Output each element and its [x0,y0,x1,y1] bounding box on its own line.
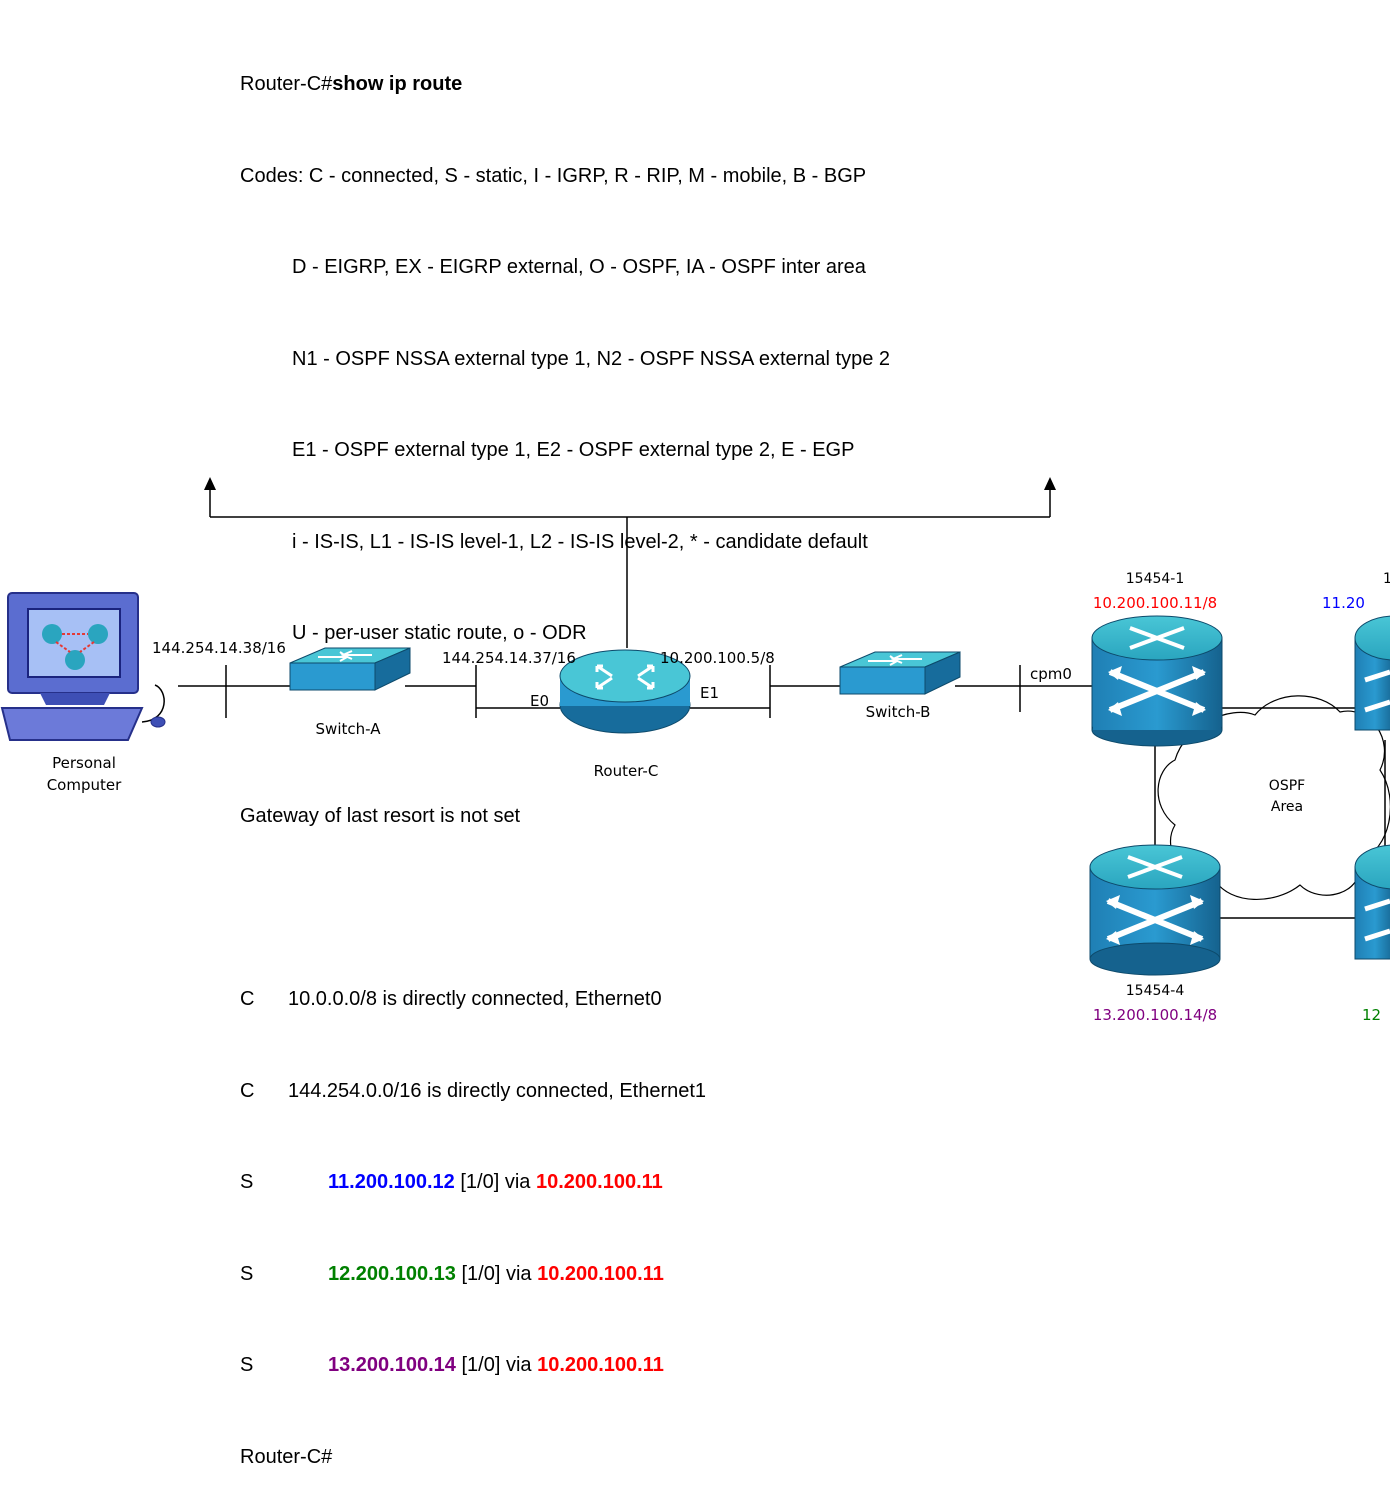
ospf-label-line1: OSPF [1268,778,1306,794]
arrow-up-left-icon [204,477,216,490]
route-code: S [240,1354,254,1376]
personal-computer-icon [0,592,166,741]
e1-label: E1 [700,684,720,702]
pc-label-line1: Personal [52,754,116,772]
switch-a-icon [289,647,411,691]
codes-line: i - IS-IS, L1 - IS-IS level-1, L2 - IS-I… [292,530,868,553]
route-metric: [1/0] via [461,1262,532,1285]
e0-ip-label: 144.254.14.37/16 [442,649,576,667]
pc-ip-label: 144.254.14.38/16 [152,639,286,657]
switch-b-label: Switch-B [865,703,931,721]
route-destination: 11.200.100.12 [328,1171,455,1193]
network-diagram [0,477,1390,976]
route-row: C 10.0.0.0/8 is directly connected, Ether… [240,984,890,1015]
cli-prompt: Router-C# [240,73,333,95]
route-metric: [1/0] via [461,1354,532,1376]
route-row: S 12.200.100.13 [1/0] via 10.200.100.11 [240,1259,890,1290]
codes-line: U - per-user static route, o - ODR [292,622,587,644]
node-15454-4-icon [1089,844,1221,976]
route-metric: [1/0] via [460,1171,531,1193]
arrow-up-right-icon [1044,477,1056,490]
switch-b-icon [839,651,961,695]
router-c-icon [559,649,691,734]
cli-end-prompt: Router-C# [240,1445,333,1468]
route-code: C [240,1079,255,1102]
e0-label: E0 [530,692,550,710]
route-text: 144.254.0.0/16 is directly connected, Et… [288,1079,707,1102]
route-next-hop: 10.200.100.11 [535,1171,663,1193]
node-15454-2-label: 1 [1383,571,1390,587]
route-row: S 13.200.100.14 [1/0] via 10.200.100.11 [240,1350,890,1381]
route-code: S [240,1171,254,1193]
node-15454-1-label: 15454-1 [1125,571,1185,587]
route-next-hop: 10.200.100.11 [537,1354,664,1376]
route-destination: 13.200.100.14 [328,1354,456,1376]
route-code: C [240,988,255,1010]
cli-command-line: Router-C#show ip route [240,69,890,100]
ospf-label-line2: Area [1270,799,1304,815]
route-next-hop: 10.200.100.11 [537,1262,664,1285]
node-15454-3-ip: 12 [1362,1006,1382,1024]
cli-command: show ip route [332,73,463,95]
node-15454-3-icon [1354,844,1390,960]
codes-line: E1 - OSPF external type 1, E2 - OSPF ext… [292,439,855,461]
output-callout-bracket [209,484,1051,648]
gateway-line: Gateway of last resort is not set [240,805,521,827]
route-destination: 12.200.100.13 [328,1262,456,1285]
codes-line: D - EIGRP, EX - EIGRP external, O - OSPF… [292,256,866,278]
e1-ip-label: 10.200.100.5/8 [660,649,775,667]
router-c-label: Router-C [593,762,659,780]
route-code: S [240,1262,254,1285]
switch-a-label: Switch-A [315,720,381,738]
codes-line: N1 - OSPF NSSA external type 1, N2 - OSP… [292,347,891,370]
node-15454-4-ip: 13.200.100.14/8 [1092,1006,1218,1024]
node-15454-1-icon [1091,615,1223,747]
route-row: C 144.254.0.0/16 is directly connected, E… [240,1076,890,1107]
node-15454-2-icon [1354,615,1390,731]
node-15454-1-ip: 10.200.100.11/8 [1092,594,1218,612]
route-text: 10.0.0.0/8 is directly connected, Ethern… [288,988,662,1010]
pc-label-line2: Computer [46,776,122,794]
ethernet-links [178,665,1390,919]
cpm0-label: cpm0 [1030,665,1072,683]
node-15454-4-label: 15454-4 [1125,983,1185,999]
codes-line: Codes: C - connected, S - static, I - IG… [240,164,867,187]
route-row: S 11.200.100.12 [1/0] via 10.200.100.11 [240,1167,890,1198]
node-15454-2-ip: 11.20 [1322,594,1365,612]
